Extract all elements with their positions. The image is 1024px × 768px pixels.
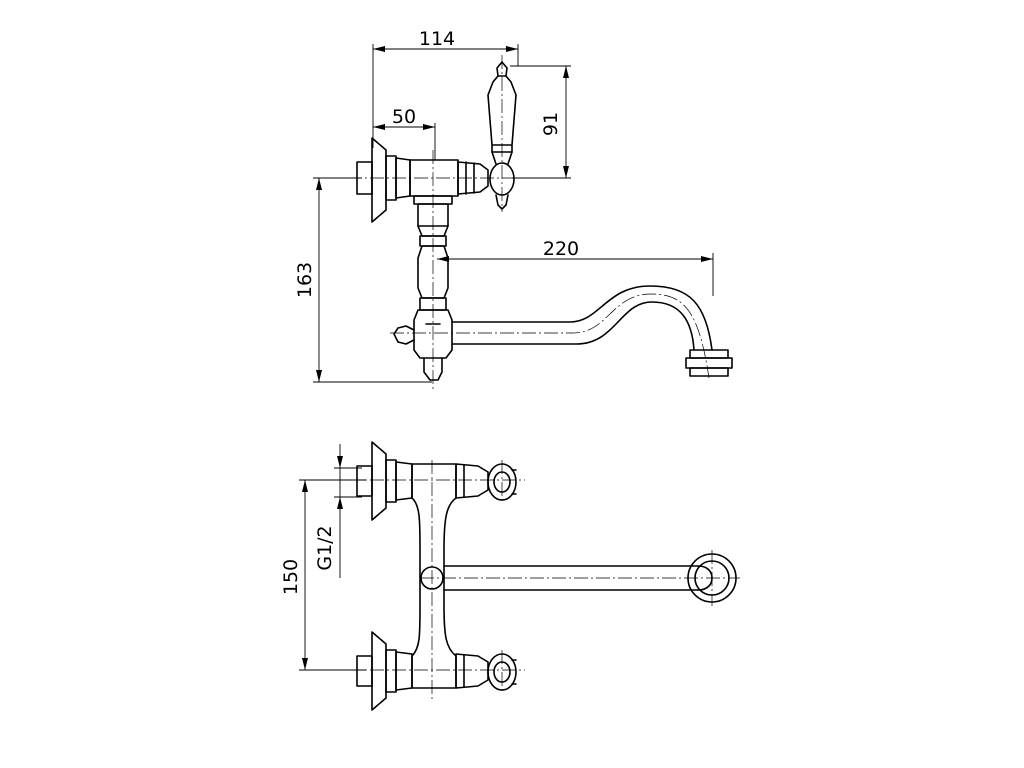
wall-flange: [356, 137, 411, 223]
upper-inlet: [356, 441, 413, 521]
front-view: G1/2 150: [280, 441, 740, 711]
side-knob: [393, 325, 415, 345]
dimension-overall-width: 114: [372, 28, 519, 148]
handle-height-label: 91: [540, 112, 562, 136]
dimension-handle-height: 91: [510, 65, 571, 179]
thread-size-label: G1/2: [314, 525, 336, 570]
upper-handle: [455, 463, 517, 501]
dimension-total-height: 163: [294, 177, 432, 383]
center-lines: [348, 55, 710, 392]
inlet-spacing-label: 150: [280, 559, 302, 595]
total-height-label: 163: [294, 262, 316, 298]
dimension-inlet-spacing: 150: [280, 479, 366, 671]
spout: [451, 285, 733, 377]
front-center-lines: [348, 460, 740, 700]
spout-reach-label: 220: [543, 238, 579, 260]
inner-width-label: 50: [392, 106, 416, 128]
dimension-inner-width: 50: [373, 106, 436, 160]
overall-width-label: 114: [419, 28, 455, 50]
top-view: 114 50 91 163: [294, 28, 733, 392]
dimension-spout-reach: 220: [437, 238, 714, 296]
lower-handle: [455, 653, 517, 691]
lower-inlet: [356, 631, 413, 711]
dimension-thread-size: G1/2: [314, 444, 362, 578]
front-body: [411, 463, 457, 689]
